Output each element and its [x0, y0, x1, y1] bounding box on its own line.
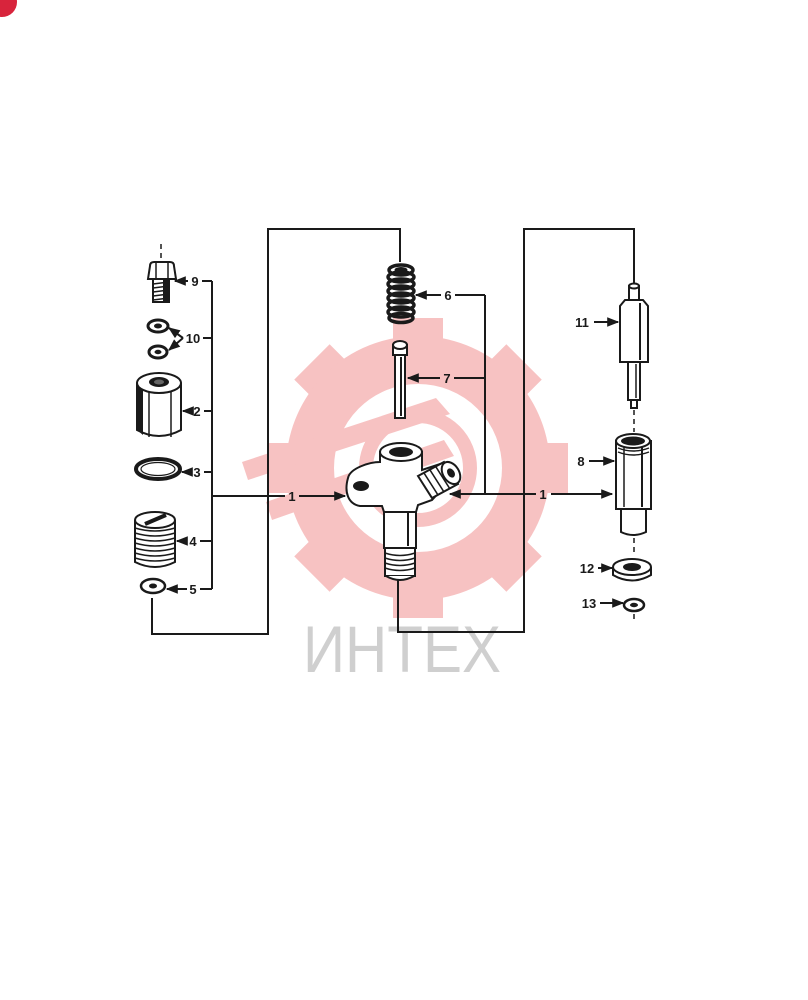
watermark-text: ИНТЕХ [303, 612, 501, 686]
callout-12: 12 [580, 561, 594, 576]
part-6-spring [386, 263, 416, 325]
part-11-nozzle [619, 282, 649, 409]
callout-6: 6 [444, 288, 451, 303]
callout-3: 3 [193, 465, 200, 480]
callout-4: 4 [189, 534, 197, 549]
part-12-washer [612, 558, 652, 582]
part-3-ring [134, 457, 182, 481]
part-4 [134, 511, 176, 568]
callout-11: 11 [575, 315, 589, 330]
part-7-pin [392, 340, 408, 419]
callout-labels: 9 10 2 3 4 5 1 6 7 1 11 8 12 13 [186, 274, 596, 611]
part-2 [136, 372, 182, 437]
callout-8: 8 [577, 454, 584, 469]
part-5-washer [139, 577, 167, 595]
center-leader-lines [406, 290, 614, 499]
callout-5: 5 [189, 582, 196, 597]
callout-10: 10 [186, 331, 200, 346]
leader-frame [151, 228, 635, 635]
part-8-nozzle-nut [615, 433, 652, 536]
callout-13: 13 [582, 596, 596, 611]
right-leader-lines [589, 317, 625, 608]
callout-1-right: 1 [539, 487, 546, 502]
callout-7: 7 [443, 371, 450, 386]
part-1-body [345, 442, 462, 581]
watermark-gear-ring [286, 336, 550, 600]
callout-9: 9 [191, 274, 198, 289]
part-13-washer [622, 597, 646, 613]
part-10-washers [146, 318, 170, 360]
part-9 [146, 261, 178, 303]
callout-1-left: 1 [288, 489, 295, 504]
callout-2: 2 [193, 404, 200, 419]
corner-badge [0, 0, 17, 17]
left-leader-lines [165, 276, 347, 594]
